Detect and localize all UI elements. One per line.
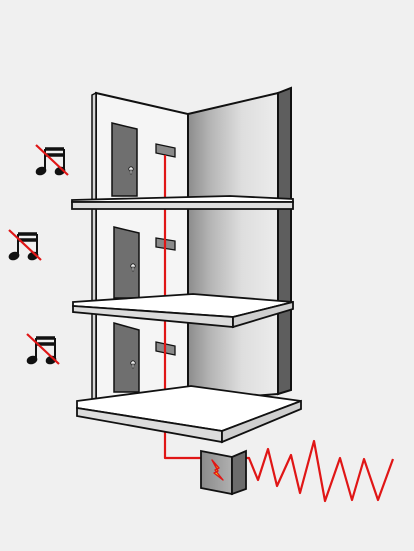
left-wall-edge [91,91,97,402]
ground-device [200,449,247,496]
slab-side [221,399,302,444]
lightning-bolt-icon [211,459,224,481]
slab-2 [72,293,294,329]
muted-music-icon [35,144,69,176]
door [113,226,140,299]
wall-outlet [155,143,176,158]
floor-1 [111,122,176,197]
muted-music-icon [26,333,60,365]
floor-3 [113,322,176,393]
right-wall-edge [277,86,292,396]
keyhole-icon [130,360,136,369]
slab-side [232,300,294,329]
right-wall [187,91,279,403]
keyhole-icon [128,166,134,175]
door [111,122,138,197]
muted-music-icon [8,229,42,261]
slab-3 [76,385,302,444]
slab-edge [71,201,294,210]
door [113,322,140,393]
keyhole-icon [130,263,136,272]
ground-box-side [231,449,247,496]
zigzag-signal [232,439,395,503]
slab-1 [71,195,294,210]
